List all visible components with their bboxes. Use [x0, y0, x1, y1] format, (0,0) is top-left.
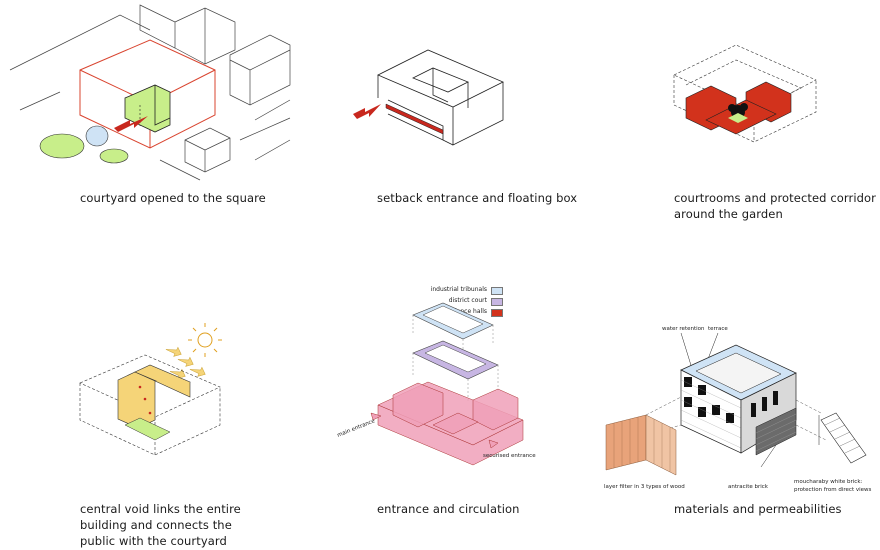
- entrance-arrow: [114, 116, 148, 132]
- diagram-courtrooms: [673, 44, 817, 143]
- caption-setback-entrance: setback entrance and floating box: [377, 191, 578, 205]
- caption-central-void-line2: building and connects the: [80, 518, 232, 532]
- sun-icon: [188, 323, 222, 357]
- legend-swatch-district: [491, 298, 503, 306]
- caption-entrance-circulation: entrance and circulation: [377, 502, 520, 516]
- caption-courtrooms-line2: around the garden: [674, 207, 783, 221]
- legend-label-district: district court: [448, 297, 487, 304]
- label-secured-entrance: securised entrance: [483, 453, 536, 459]
- legend-label-industrial: industrial tribunals: [430, 286, 487, 293]
- label-main-entrance: main entrance: [337, 418, 377, 439]
- label-layer-filter: layer filter in 3 types of wood: [604, 484, 685, 490]
- diagram-courtyard-opened: [9, 4, 291, 181]
- caption-materials: materials and permeabilities: [674, 502, 842, 516]
- caption-central-void-line1: central void links the entire: [80, 502, 241, 516]
- panel-setback-entrance: setback entrance and floating box: [293, 0, 586, 275]
- label-moucharaby-2: protection from direct views: [794, 487, 872, 493]
- floating-box-red: [385, 103, 444, 135]
- caption-courtyard-opened: courtyard opened to the square: [80, 191, 266, 205]
- diagram-central-void: [79, 323, 222, 456]
- label-moucharaby-1: moucharaby white brick:: [794, 479, 863, 485]
- secured-entrance-marker: [488, 439, 499, 449]
- diagram-materials: water retention terrace: [604, 326, 872, 493]
- label-antracite-brick: antracite brick: [728, 484, 769, 490]
- label-water-retention: water retention: [662, 326, 705, 332]
- legend-label-audience: audience halls: [443, 308, 487, 315]
- entrance-arrow: [353, 104, 381, 119]
- legend-swatch-audience: [491, 309, 503, 317]
- caption-courtrooms-line1: courtrooms and protected corridor: [674, 191, 877, 205]
- panel-central-void: central void links the entire building a…: [0, 275, 293, 550]
- panel-courtrooms: courtrooms and protected corridor around…: [586, 0, 879, 275]
- panel-courtyard-opened: courtyard opened to the square: [0, 0, 293, 275]
- panel-materials: water retention terrace: [586, 275, 879, 550]
- legend-swatch-industrial: [491, 287, 503, 295]
- diagram-setback-entrance: [353, 49, 504, 146]
- caption-central-void-line3: public with the courtyard: [80, 534, 227, 548]
- main-entrance-marker: [370, 412, 382, 421]
- label-terrace: terrace: [708, 326, 728, 332]
- diagram-entrance-circulation: main entrance securised entrance: [337, 302, 536, 466]
- panel-entrance-circulation: industrial tribunals district court audi…: [293, 275, 586, 550]
